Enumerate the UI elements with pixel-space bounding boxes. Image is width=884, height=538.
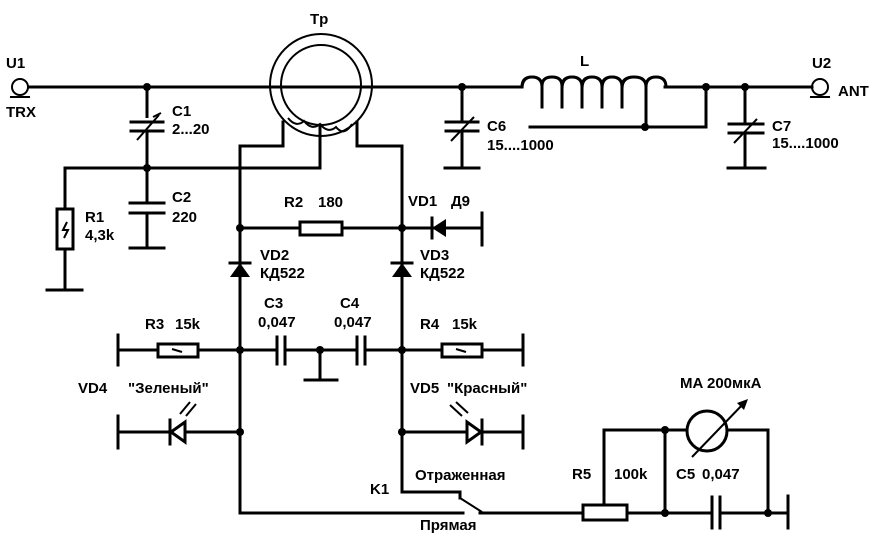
c5-value: 0,047 xyxy=(702,466,740,483)
vd5-value: "Красный" xyxy=(447,380,527,397)
c6-variable-capacitor: C6 15....1000 xyxy=(443,85,554,170)
u2-name: ANT xyxy=(838,83,869,100)
switch-k1[interactable]: K1 Отраженная Прямая xyxy=(370,467,585,534)
vd5-ref: VD5 xyxy=(410,380,439,397)
r1-ref: R1 xyxy=(85,209,104,226)
c1-ref: C1 xyxy=(172,103,191,120)
k1-ref: K1 xyxy=(370,481,389,498)
junction-dots xyxy=(143,83,772,517)
r3-resistor: R3 15k xyxy=(145,316,201,359)
vd4-led: VD4 "Зеленый" xyxy=(78,380,242,450)
c5-ref: C5 xyxy=(676,466,695,483)
r5-value: 100k xyxy=(614,466,648,483)
meter-ref: MA xyxy=(680,375,703,392)
c2-value: 220 xyxy=(172,209,197,226)
r1-value: 4,3k xyxy=(85,227,115,244)
c5-capacitor: C5 0,047 xyxy=(676,466,790,530)
c4-value: 0,047 xyxy=(334,314,372,331)
vd3-ref: VD3 xyxy=(420,247,449,264)
c3-c4-row: C3 0,047 C4 0,047 xyxy=(116,295,525,382)
r1-resistor: R1 4,3k xyxy=(45,207,115,292)
c2-ref: C2 xyxy=(172,189,191,206)
inductor-label: L xyxy=(580,53,589,70)
r4-ref: R4 xyxy=(420,316,440,333)
r3-ref: R3 xyxy=(145,316,164,333)
c7-value: 15....1000 xyxy=(772,135,839,152)
c1-value: 2...20 xyxy=(172,121,210,138)
vd5-led: VD5 "Красный" xyxy=(400,380,527,450)
c7-variable-capacitor: C7 15....1000 xyxy=(726,85,839,170)
vd3-diode: VD3 КД522 xyxy=(390,247,465,282)
c2-capacitor: C2 220 xyxy=(128,166,197,250)
r2-value: 180 xyxy=(318,194,343,211)
u1-name: TRX xyxy=(6,104,36,121)
k1-pos-forward: Прямая xyxy=(420,517,477,534)
u2-connector: U2 ANT xyxy=(810,55,869,100)
r5-potentiometer[interactable]: R5 100k xyxy=(572,428,772,522)
c7-ref: C7 xyxy=(772,118,791,135)
vd1-ref: VD1 xyxy=(408,193,437,210)
vd4-value: "Зеленый" xyxy=(128,380,209,397)
k1-pos-reflected: Отраженная xyxy=(415,467,506,484)
r5-ref: R5 xyxy=(572,466,591,483)
u1-label: U1 xyxy=(6,55,25,72)
meter-value: 200мкА xyxy=(707,375,762,392)
c6-ref: C6 xyxy=(487,118,506,135)
c1-trimmer-capacitor: C1 2...20 xyxy=(129,85,210,170)
u2-label: U2 xyxy=(812,55,831,72)
c6-value: 15....1000 xyxy=(487,137,554,154)
vd2-diode: VD2 КД522 xyxy=(228,247,305,282)
c4-ref: C4 xyxy=(340,295,360,312)
vd4-ref: VD4 xyxy=(78,380,108,397)
vd3-value: КД522 xyxy=(420,265,465,282)
tp-label: Tр xyxy=(310,11,328,28)
meter-ma: MA 200мкА xyxy=(663,375,770,515)
vd2-value: КД522 xyxy=(260,265,305,282)
vd1-value: Д9 xyxy=(451,193,470,210)
r3-value: 15k xyxy=(175,316,201,333)
transformer-tp: Tр xyxy=(269,11,373,137)
u1-connector: U1 TRX xyxy=(6,55,36,121)
r4-value: 15k xyxy=(452,316,478,333)
vd1-diode: VD1 Д9 xyxy=(408,193,484,247)
inductor-l: L xyxy=(520,53,708,129)
c3-value: 0,047 xyxy=(258,314,296,331)
vd2-ref: VD2 xyxy=(260,247,289,264)
r2-ref: R2 xyxy=(284,194,303,211)
r4-resistor: R4 15k xyxy=(420,316,484,359)
c3-ref: C3 xyxy=(264,295,283,312)
